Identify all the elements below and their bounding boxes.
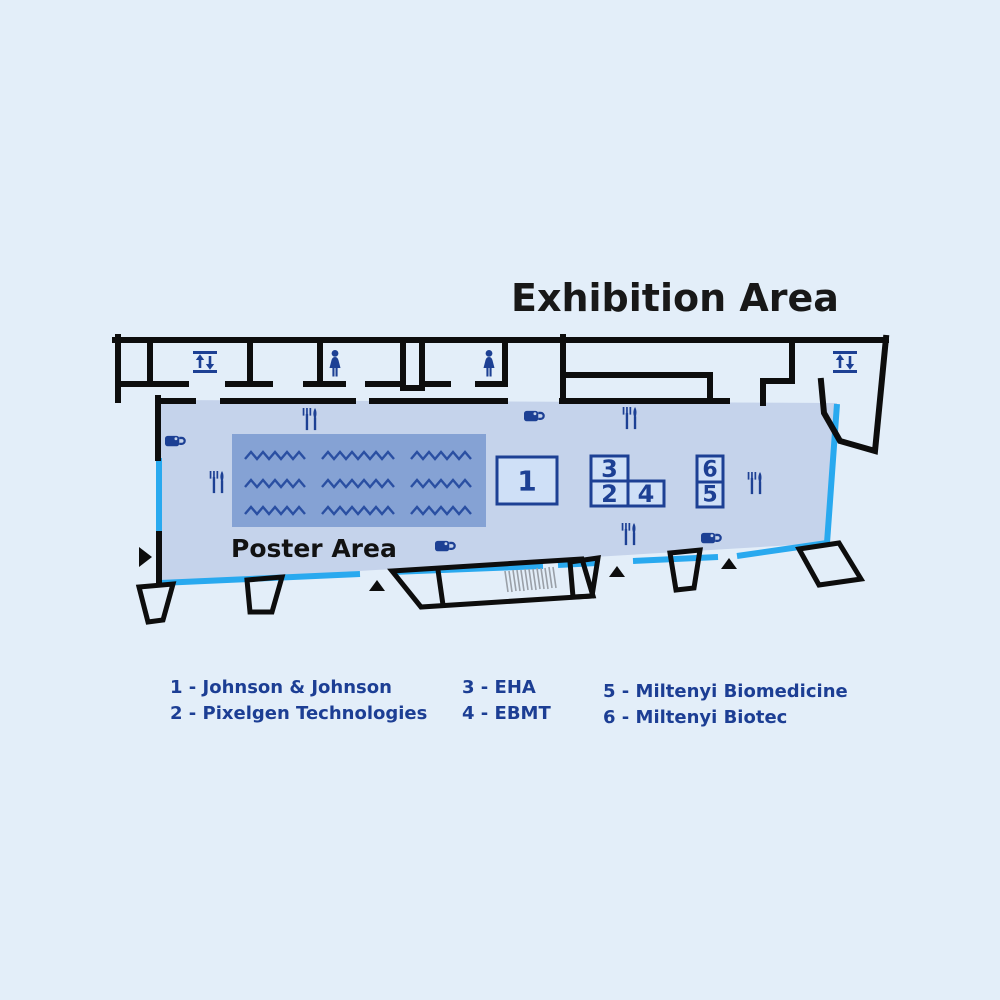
booth-4: 4 bbox=[626, 479, 666, 508]
exterior-structures bbox=[135, 540, 866, 625]
exit-bay bbox=[244, 574, 286, 615]
svg-text:2: 2 bbox=[601, 480, 618, 508]
svg-text:4: 4 bbox=[638, 480, 655, 508]
stairs-hatch bbox=[504, 566, 557, 593]
booth-2: 2 bbox=[589, 479, 630, 508]
elevator-icon bbox=[191, 351, 219, 373]
exit-bay bbox=[795, 540, 866, 588]
poster-area-label: Poster Area bbox=[231, 534, 397, 563]
svg-text:1: 1 bbox=[517, 465, 536, 498]
stairs-room bbox=[387, 556, 597, 610]
svg-text:3: 3 bbox=[601, 455, 618, 483]
exit-bay bbox=[135, 581, 177, 625]
entrance-triangle-marker bbox=[609, 566, 625, 577]
entrance-triangle-marker bbox=[369, 580, 385, 591]
booth-1: 1 bbox=[495, 455, 559, 506]
svg-text:6: 6 bbox=[702, 458, 717, 483]
booth-6: 6 bbox=[695, 454, 725, 484]
entrance-triangle-marker bbox=[139, 547, 152, 567]
booth-5: 5 bbox=[695, 480, 725, 509]
woman-restroom-icon bbox=[329, 350, 341, 377]
exit-bay bbox=[667, 547, 703, 593]
svg-text:5: 5 bbox=[702, 483, 717, 508]
entrance-triangle-marker bbox=[721, 558, 737, 569]
walls bbox=[112, 334, 890, 586]
page-title: Exhibition Area bbox=[511, 276, 839, 320]
elevator-icon bbox=[831, 351, 859, 373]
booth-3: 3 bbox=[589, 454, 630, 483]
woman-restroom-icon bbox=[483, 350, 495, 377]
